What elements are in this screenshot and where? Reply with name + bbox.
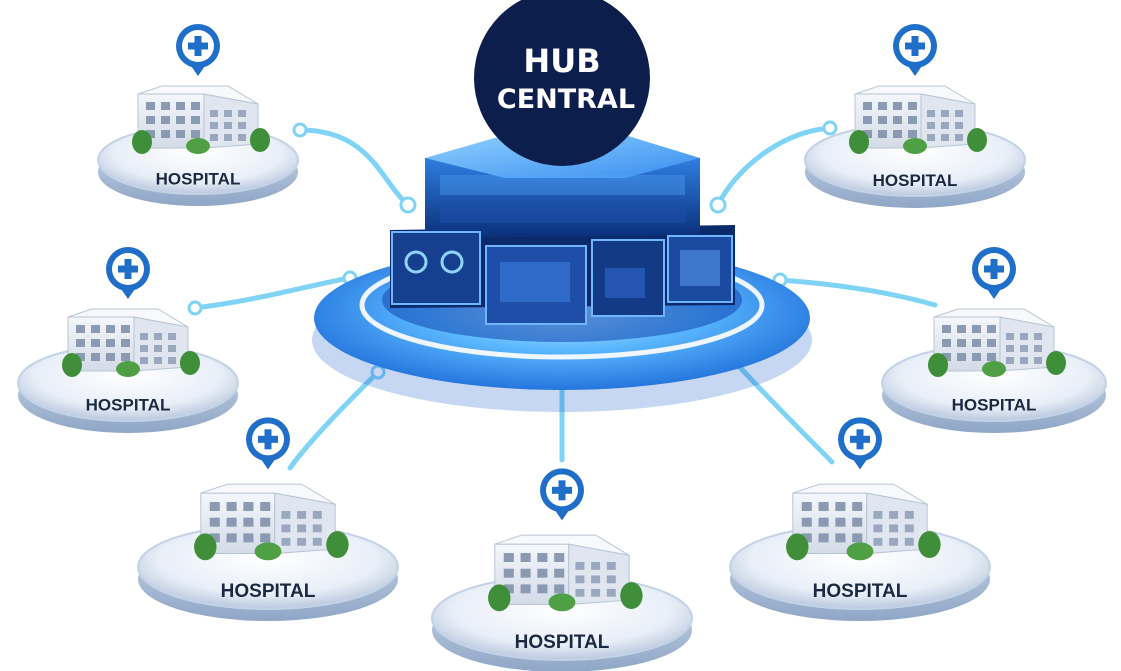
- hospital-building: [67, 308, 189, 372]
- hub-title-line2: CENTRAL: [497, 84, 635, 115]
- shrub-icon: [194, 531, 349, 561]
- hospital-node: HOSPITAL: [137, 417, 399, 621]
- hospital-node: HOSPITAL: [431, 468, 693, 671]
- hospital-node: HOSPITAL: [729, 417, 991, 621]
- connector-node: [399, 196, 417, 214]
- central-hub: HUB CENTRAL: [312, 0, 812, 412]
- medical-cross-pin-icon: [972, 247, 1016, 299]
- hospital-label: HOSPITAL: [221, 581, 316, 602]
- hospital-building: [137, 85, 259, 149]
- shrub-icon: [786, 531, 941, 561]
- hospital-label: HOSPITAL: [952, 395, 1037, 414]
- medical-cross-pin-icon: [893, 24, 937, 76]
- connector-node: [822, 120, 838, 136]
- hospital-label: HOSPITAL: [86, 395, 171, 414]
- connector-lines: [192, 125, 938, 471]
- connector-line: [297, 127, 411, 208]
- shrub-icon: [849, 128, 987, 154]
- hospital-label: HOSPITAL: [813, 581, 908, 602]
- hospital-node: HOSPITAL: [17, 247, 239, 433]
- medical-cross-pin-icon: [106, 247, 150, 299]
- connector-line: [192, 275, 353, 311]
- hub-title-line1: HUB: [523, 42, 600, 80]
- shrub-icon: [928, 351, 1066, 377]
- hospital-label: HOSPITAL: [515, 632, 610, 653]
- hospital-node: HOSPITAL: [804, 24, 1026, 208]
- hospital-building: [933, 308, 1055, 372]
- shrub-icon: [488, 582, 643, 612]
- connector-node: [709, 196, 727, 214]
- shrub-icon: [62, 351, 200, 377]
- medical-cross-pin-icon: [540, 468, 584, 521]
- medical-cross-pin-icon: [838, 417, 882, 470]
- hospital-label: HOSPITAL: [873, 171, 958, 190]
- shrub-icon: [132, 128, 270, 154]
- connector-line: [777, 277, 938, 308]
- hospital-nodes: HOSPITAL HOSPITAL HOSPITAL HOSPITAL HOSPITAL…: [17, 24, 1107, 671]
- connector-node: [187, 300, 203, 316]
- hub-title-circle: [474, 0, 650, 166]
- connector-line: [715, 125, 833, 208]
- hospital-building: [494, 534, 630, 606]
- hospital-label: HOSPITAL: [156, 169, 241, 188]
- connector-line: [287, 369, 381, 471]
- hospital-node: HOSPITAL: [881, 247, 1107, 433]
- medical-cross-pin-icon: [246, 417, 290, 470]
- medical-cross-pin-icon: [176, 24, 220, 76]
- hospital-node: HOSPITAL: [97, 24, 299, 206]
- connector-node: [292, 122, 308, 138]
- connector-line: [732, 359, 835, 465]
- hospital-building: [792, 483, 928, 555]
